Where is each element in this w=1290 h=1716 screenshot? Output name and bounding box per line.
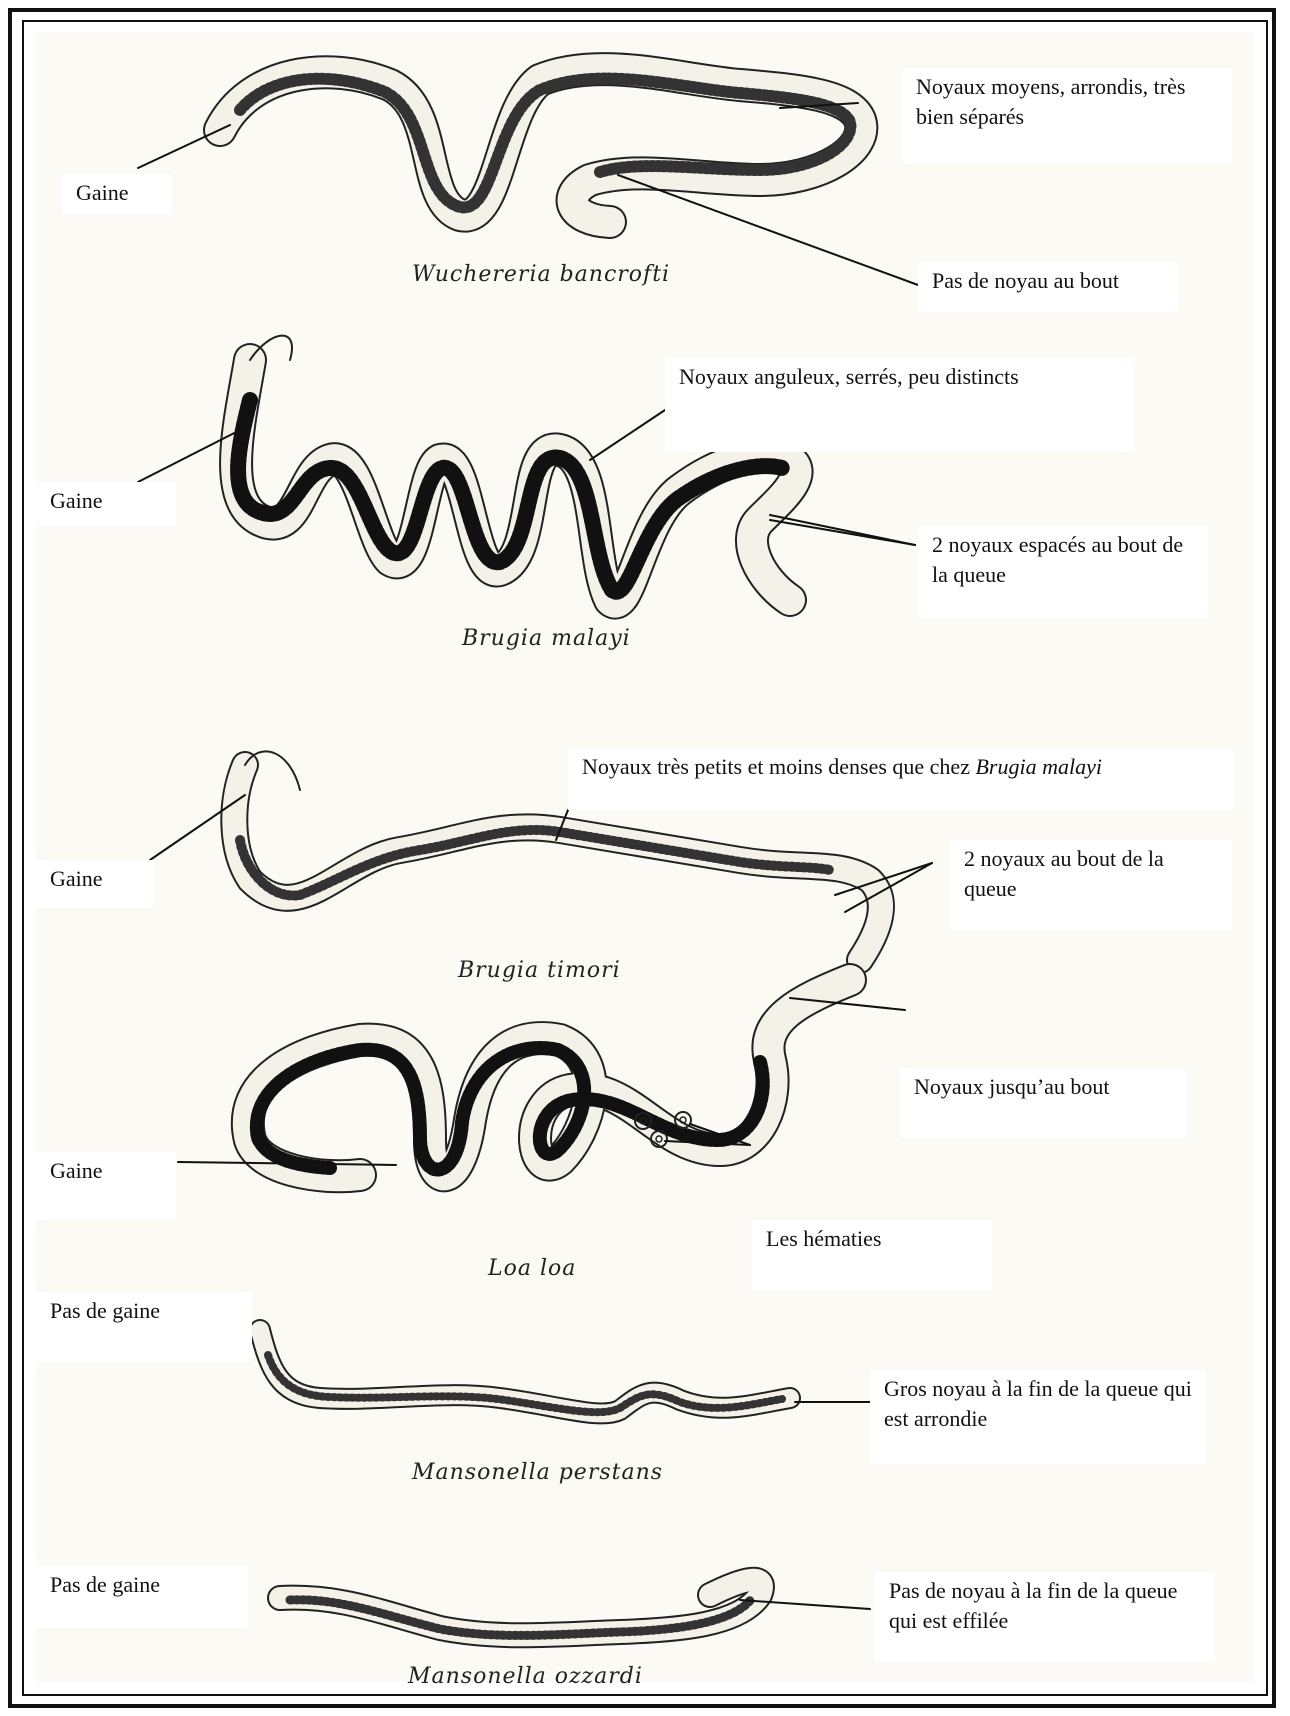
tail-label: Pas de noyau au bout <box>918 262 1178 312</box>
species-caption: Brugia timori <box>458 958 621 983</box>
species-caption: Mansonella ozzardi <box>408 1664 643 1689</box>
sheath-label: Gaine <box>36 482 176 526</box>
pointer-line <box>770 515 915 545</box>
nuclei-label-text: Noyaux très petits et moins denses que c… <box>582 754 975 779</box>
wuchereria-worm <box>220 69 861 222</box>
loa-loa-worm <box>248 980 850 1176</box>
sheath-label: Gaine <box>62 174 172 214</box>
tail-label: Pas de noyau à la fin de la queue qui es… <box>875 1572 1215 1662</box>
nuclei-label: Noyaux jusqu’au bout <box>900 1068 1186 1138</box>
nuclei-label: Noyaux anguleux, serrés, peu distincts <box>665 358 1135 452</box>
species-caption: Brugia malayi <box>462 626 631 651</box>
nuclei-label: Noyaux moyens, arrondis, très bien sépar… <box>902 68 1232 164</box>
species-caption: Mansonella perstans <box>412 1460 663 1485</box>
species-caption: Loa loa <box>488 1256 576 1281</box>
nuclei-label-species: Brugia malayi <box>975 754 1102 779</box>
no-sheath-label: Pas de gaine <box>36 1292 252 1362</box>
pointer-line <box>590 410 665 460</box>
nuclei-label: Noyaux très petits et moins denses que c… <box>568 748 1234 810</box>
no-sheath-label: Pas de gaine <box>36 1566 248 1628</box>
species-caption: Wuchereria bancrofti <box>412 262 670 287</box>
tail-label: Gros noyau à la fin de la queue qui est … <box>870 1370 1206 1464</box>
tail-label: 2 noyaux au bout de la queue <box>950 840 1232 930</box>
mansonella-ozzardi-worm <box>280 1580 762 1636</box>
mansonella-perstans-worm <box>260 1330 790 1413</box>
red-blood-cells-label: Les hématies <box>752 1220 992 1290</box>
sheath-label: Gaine <box>36 860 154 908</box>
tail-label: 2 noyaux espacés au bout de la queue <box>918 526 1208 618</box>
sheath-label: Gaine <box>36 1152 176 1220</box>
